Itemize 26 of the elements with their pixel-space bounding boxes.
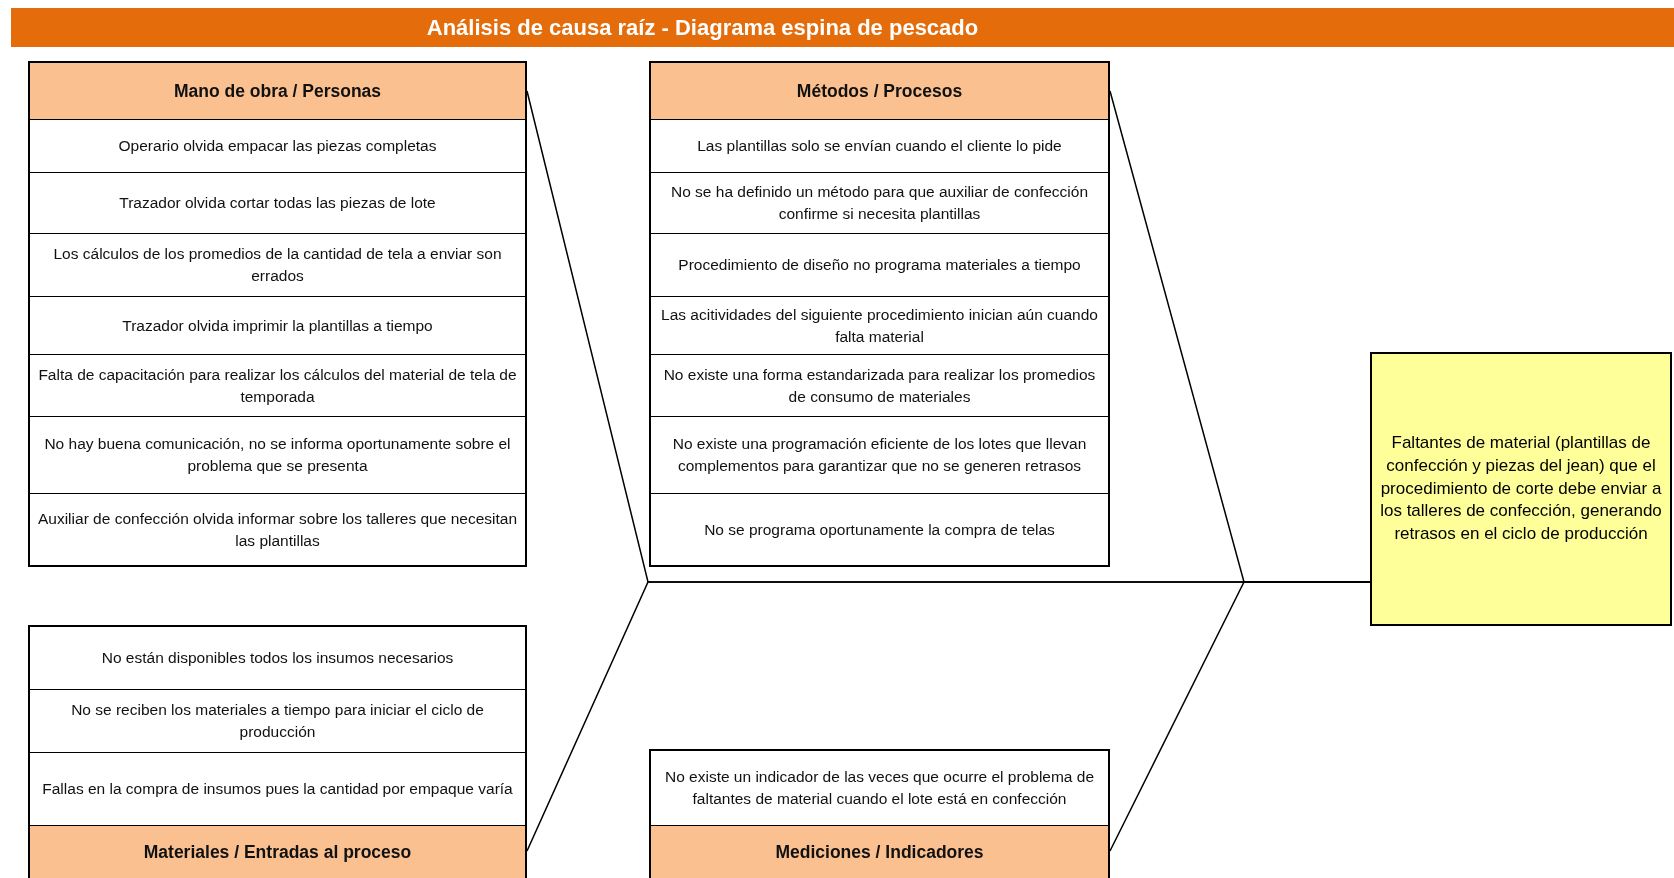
category-header: Mediciones / Indicadores [651,826,1108,878]
cause-item: Los cálculos de los promedios de la cantidad de tela a enviar son errados [30,234,525,297]
category-table [649,749,1110,878]
category-header: Mano de obra / Personas [30,63,525,120]
category-table [649,61,1110,567]
cause-item: Las plantillas solo se envían cuando el cliente lo pide [651,120,1108,173]
cause-item: No hay buena comunicación, no se informa oportunamente sobre el problema que se presenta [30,417,525,494]
category-table [28,61,527,567]
cause-item: Operario olvida empacar las piezas completas [30,120,525,173]
cause-item: Las acitividades del siguiente procedimiento inician aún cuando falta material [651,297,1108,355]
cause-item: Procedimiento de diseño no programa materiales a tiempo [651,234,1108,297]
cause-item: Trazador olvida cortar todas las piezas de lote [30,173,525,234]
cause-item: No están disponibles todos los insumos necesarios [30,627,525,690]
cause-item: No existe una forma estandarizada para realizar los promedios de consumo de materiales [651,355,1108,417]
cause-item: Trazador olvida imprimir la plantillas a tiempo [30,297,525,355]
cause-item: Auxiliar de confección olvida informar sobre los talleres que necesitan las plantillas [36,508,518,551]
effect-box: Faltantes de material (plantillas de confección y piezas del jean) que el procedimiento de corte debe enviar a los talleres de confección, generando retrasos en el ciclo de producción [1370,352,1672,626]
cause-item: No se programa oportunamente la compra de telas [703,519,1056,540]
cause-item: Falta de capacitación para realizar los cálculos del material de tela de temporada [30,355,525,417]
cause-item: No se reciben los materiales a tiempo para iniciar el ciclo de producción [30,690,525,753]
category-header: Métodos / Procesos [651,63,1108,120]
cause-item: No se ha definido un método para que auxiliar de confección confirme si necesita plantillas [651,173,1108,234]
cause-item: No existe una programación eficiente de los lotes que llevan complementos para garantizar que no se generen retrasos [651,417,1108,494]
category-table [28,625,527,878]
category-header: Materiales / Entradas al proceso [30,826,525,878]
title-banner: Análisis de causa raíz - Diagrama espina de pescado [11,8,1674,47]
